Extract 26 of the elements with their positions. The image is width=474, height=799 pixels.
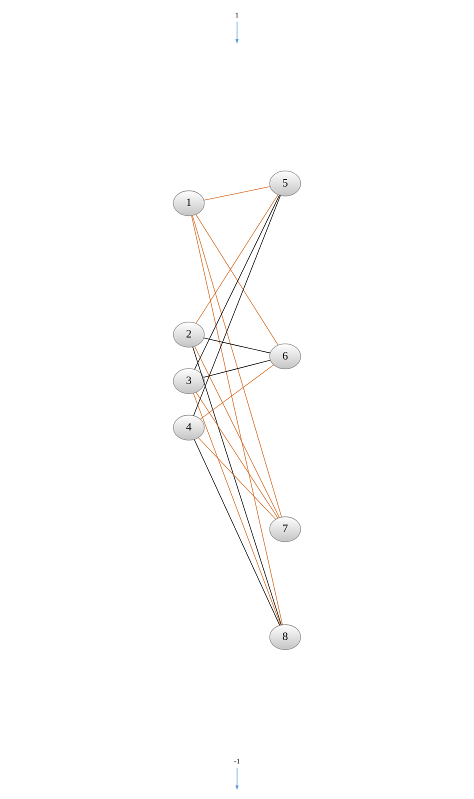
arrow [235,768,239,790]
connector [203,360,271,378]
node-ellipse: 5 [269,170,301,196]
connector [198,437,276,520]
arrow [235,21,239,44]
node-ellipse: 3 [172,368,205,394]
node-ellipse: 2 [172,322,205,348]
connector [200,364,274,420]
connector [193,392,281,626]
connector [194,439,280,626]
node-ellipse: 8 [269,624,301,650]
connector [204,186,270,201]
node-ellipse: 1 [172,190,205,216]
connector [196,194,278,324]
connector [203,338,271,354]
node-ellipse: 4 [172,414,205,441]
connector [193,195,281,416]
connector [196,392,278,518]
connector [194,346,280,518]
node-ellipse: 7 [269,516,301,542]
connector [191,215,283,626]
connector [192,346,282,626]
connector [196,214,278,346]
connector [194,194,280,370]
node-ellipse: 6 [269,344,301,370]
connector [192,215,282,518]
